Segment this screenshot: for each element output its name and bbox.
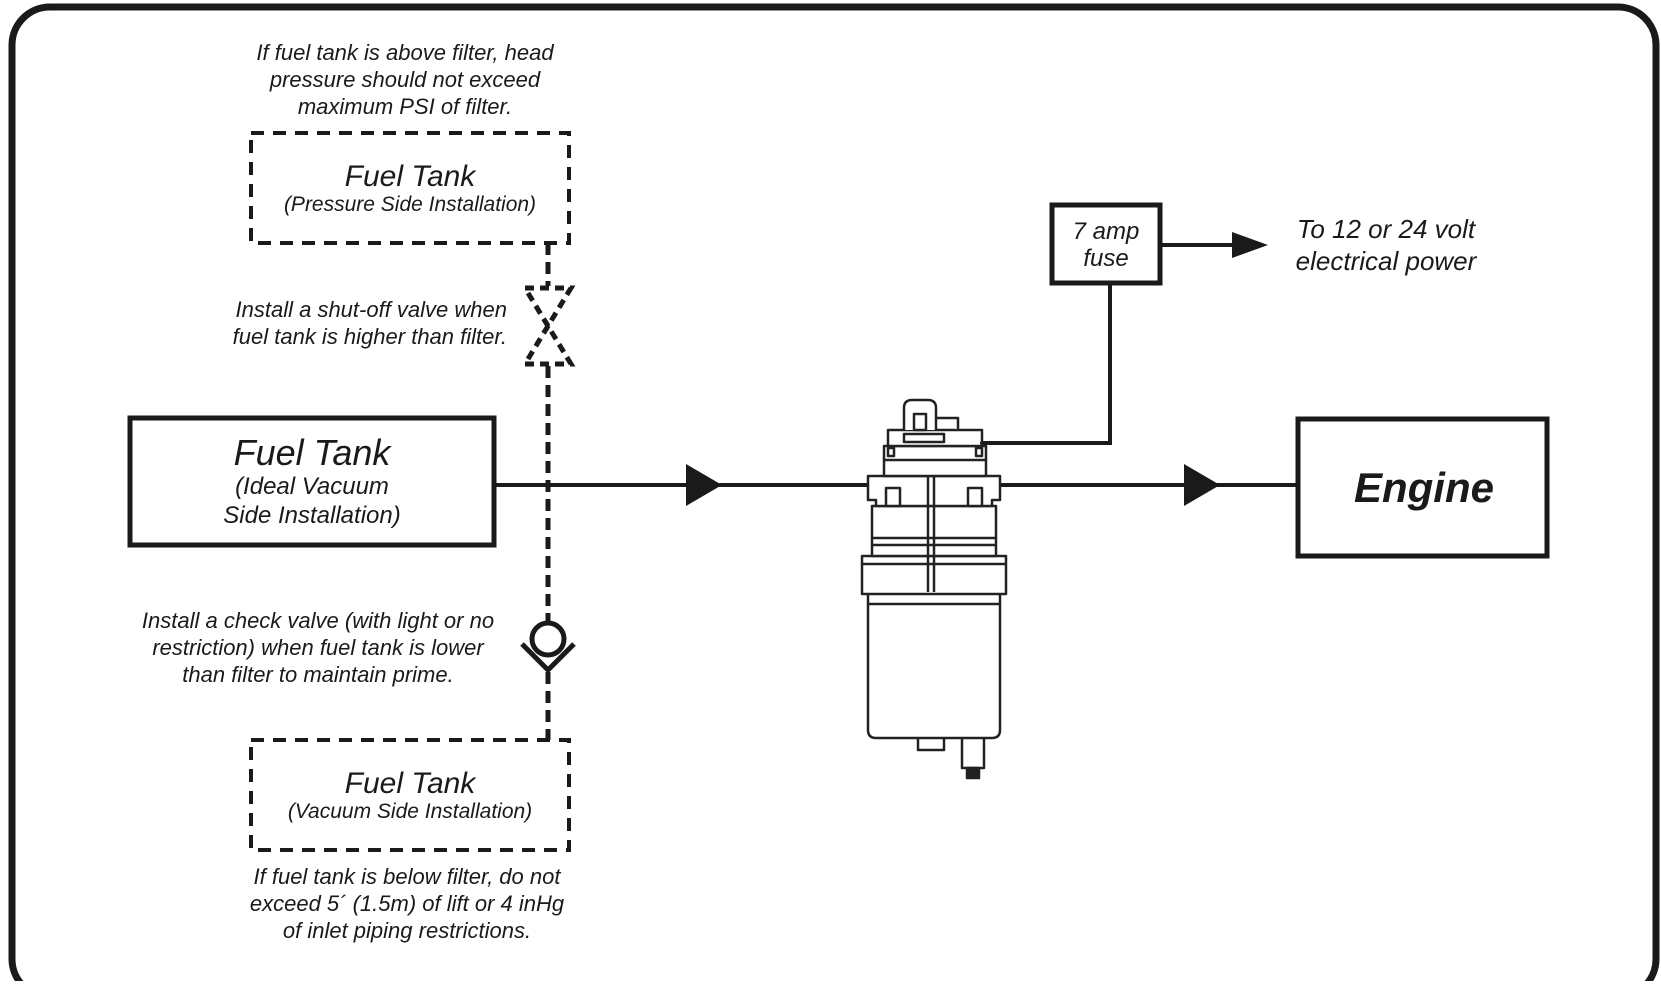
- tank-pressure-side-subtitle: (Pressure Side Installation): [284, 193, 536, 216]
- fuse-box: 7 amp fuse: [1049, 202, 1163, 286]
- pressure-head-note-line-2: pressure should not exceed: [269, 67, 541, 92]
- check-valve-note-line-3: than filter to maintain prime.: [182, 662, 453, 687]
- flow-arrow-icon: [1184, 464, 1220, 506]
- shutoff-valve-note-line-2: fuel tank is higher than filter.: [233, 324, 507, 349]
- tank-ideal-vacuum: Fuel Tank (Ideal Vacuum Side Installatio…: [127, 415, 497, 548]
- pressure-head-note: If fuel tank is above filter, head press…: [256, 40, 554, 119]
- tank-ideal-vacuum-subtitle-line-2: Side Installation): [223, 502, 400, 529]
- shutoff-valve-note: Install a shut-off valve when fuel tank …: [233, 297, 507, 349]
- tank-vacuum-side-subtitle: (Vacuum Side Installation): [288, 800, 532, 823]
- engine-box: Engine: [1295, 416, 1550, 559]
- power-note-line-2: electrical power: [1296, 246, 1478, 276]
- check-valve-icon: [520, 620, 576, 674]
- pressure-head-note-line-1: If fuel tank is above filter, head: [256, 40, 554, 65]
- tank-vacuum-side-title: Fuel Tank: [345, 767, 478, 800]
- fuel-filter-icon: [860, 398, 1008, 780]
- tank-ideal-vacuum-title: Fuel Tank: [234, 432, 393, 473]
- check-valve-note-line-2: restriction) when fuel tank is lower: [152, 635, 485, 660]
- fuse-label-line-1: 7 amp: [1073, 218, 1140, 245]
- tank-pressure-side: Fuel Tank (Pressure Side Installation): [249, 131, 571, 245]
- tank-pressure-side-title: Fuel Tank: [345, 160, 478, 193]
- check-valve-note-line-1: Install a check valve (with light or no: [142, 608, 494, 633]
- shutoff-valve-icon: [520, 285, 576, 367]
- power-note-line-1: To 12 or 24 volt: [1297, 214, 1477, 244]
- engine-label: Engine: [1354, 464, 1494, 511]
- check-valve-note: Install a check valve (with light or no …: [142, 608, 494, 687]
- pressure-head-note-line-3: maximum PSI of filter.: [298, 94, 512, 119]
- flow-arrow-icon: [686, 464, 722, 506]
- tank-ideal-vacuum-subtitle-line-1: (Ideal Vacuum: [235, 473, 389, 500]
- lift-limit-note: If fuel tank is below filter, do not exc…: [250, 864, 565, 943]
- power-note: To 12 or 24 volt electrical power: [1296, 214, 1478, 276]
- lift-limit-note-line-3: of inlet piping restrictions.: [283, 918, 531, 943]
- shutoff-valve-note-line-1: Install a shut-off valve when: [236, 297, 507, 322]
- electrical-wire: [980, 283, 1112, 445]
- diagram-frame: [8, 3, 1660, 986]
- fuse-label-line-2: fuse: [1083, 245, 1128, 272]
- flow-arrow-icon: [1232, 232, 1268, 258]
- lift-limit-note-line-1: If fuel tank is below filter, do not: [254, 864, 562, 889]
- tank-vacuum-side: Fuel Tank (Vacuum Side Installation): [249, 738, 571, 852]
- lift-limit-note-line-2: exceed 5´ (1.5m) of lift or 4 inHg: [250, 891, 565, 916]
